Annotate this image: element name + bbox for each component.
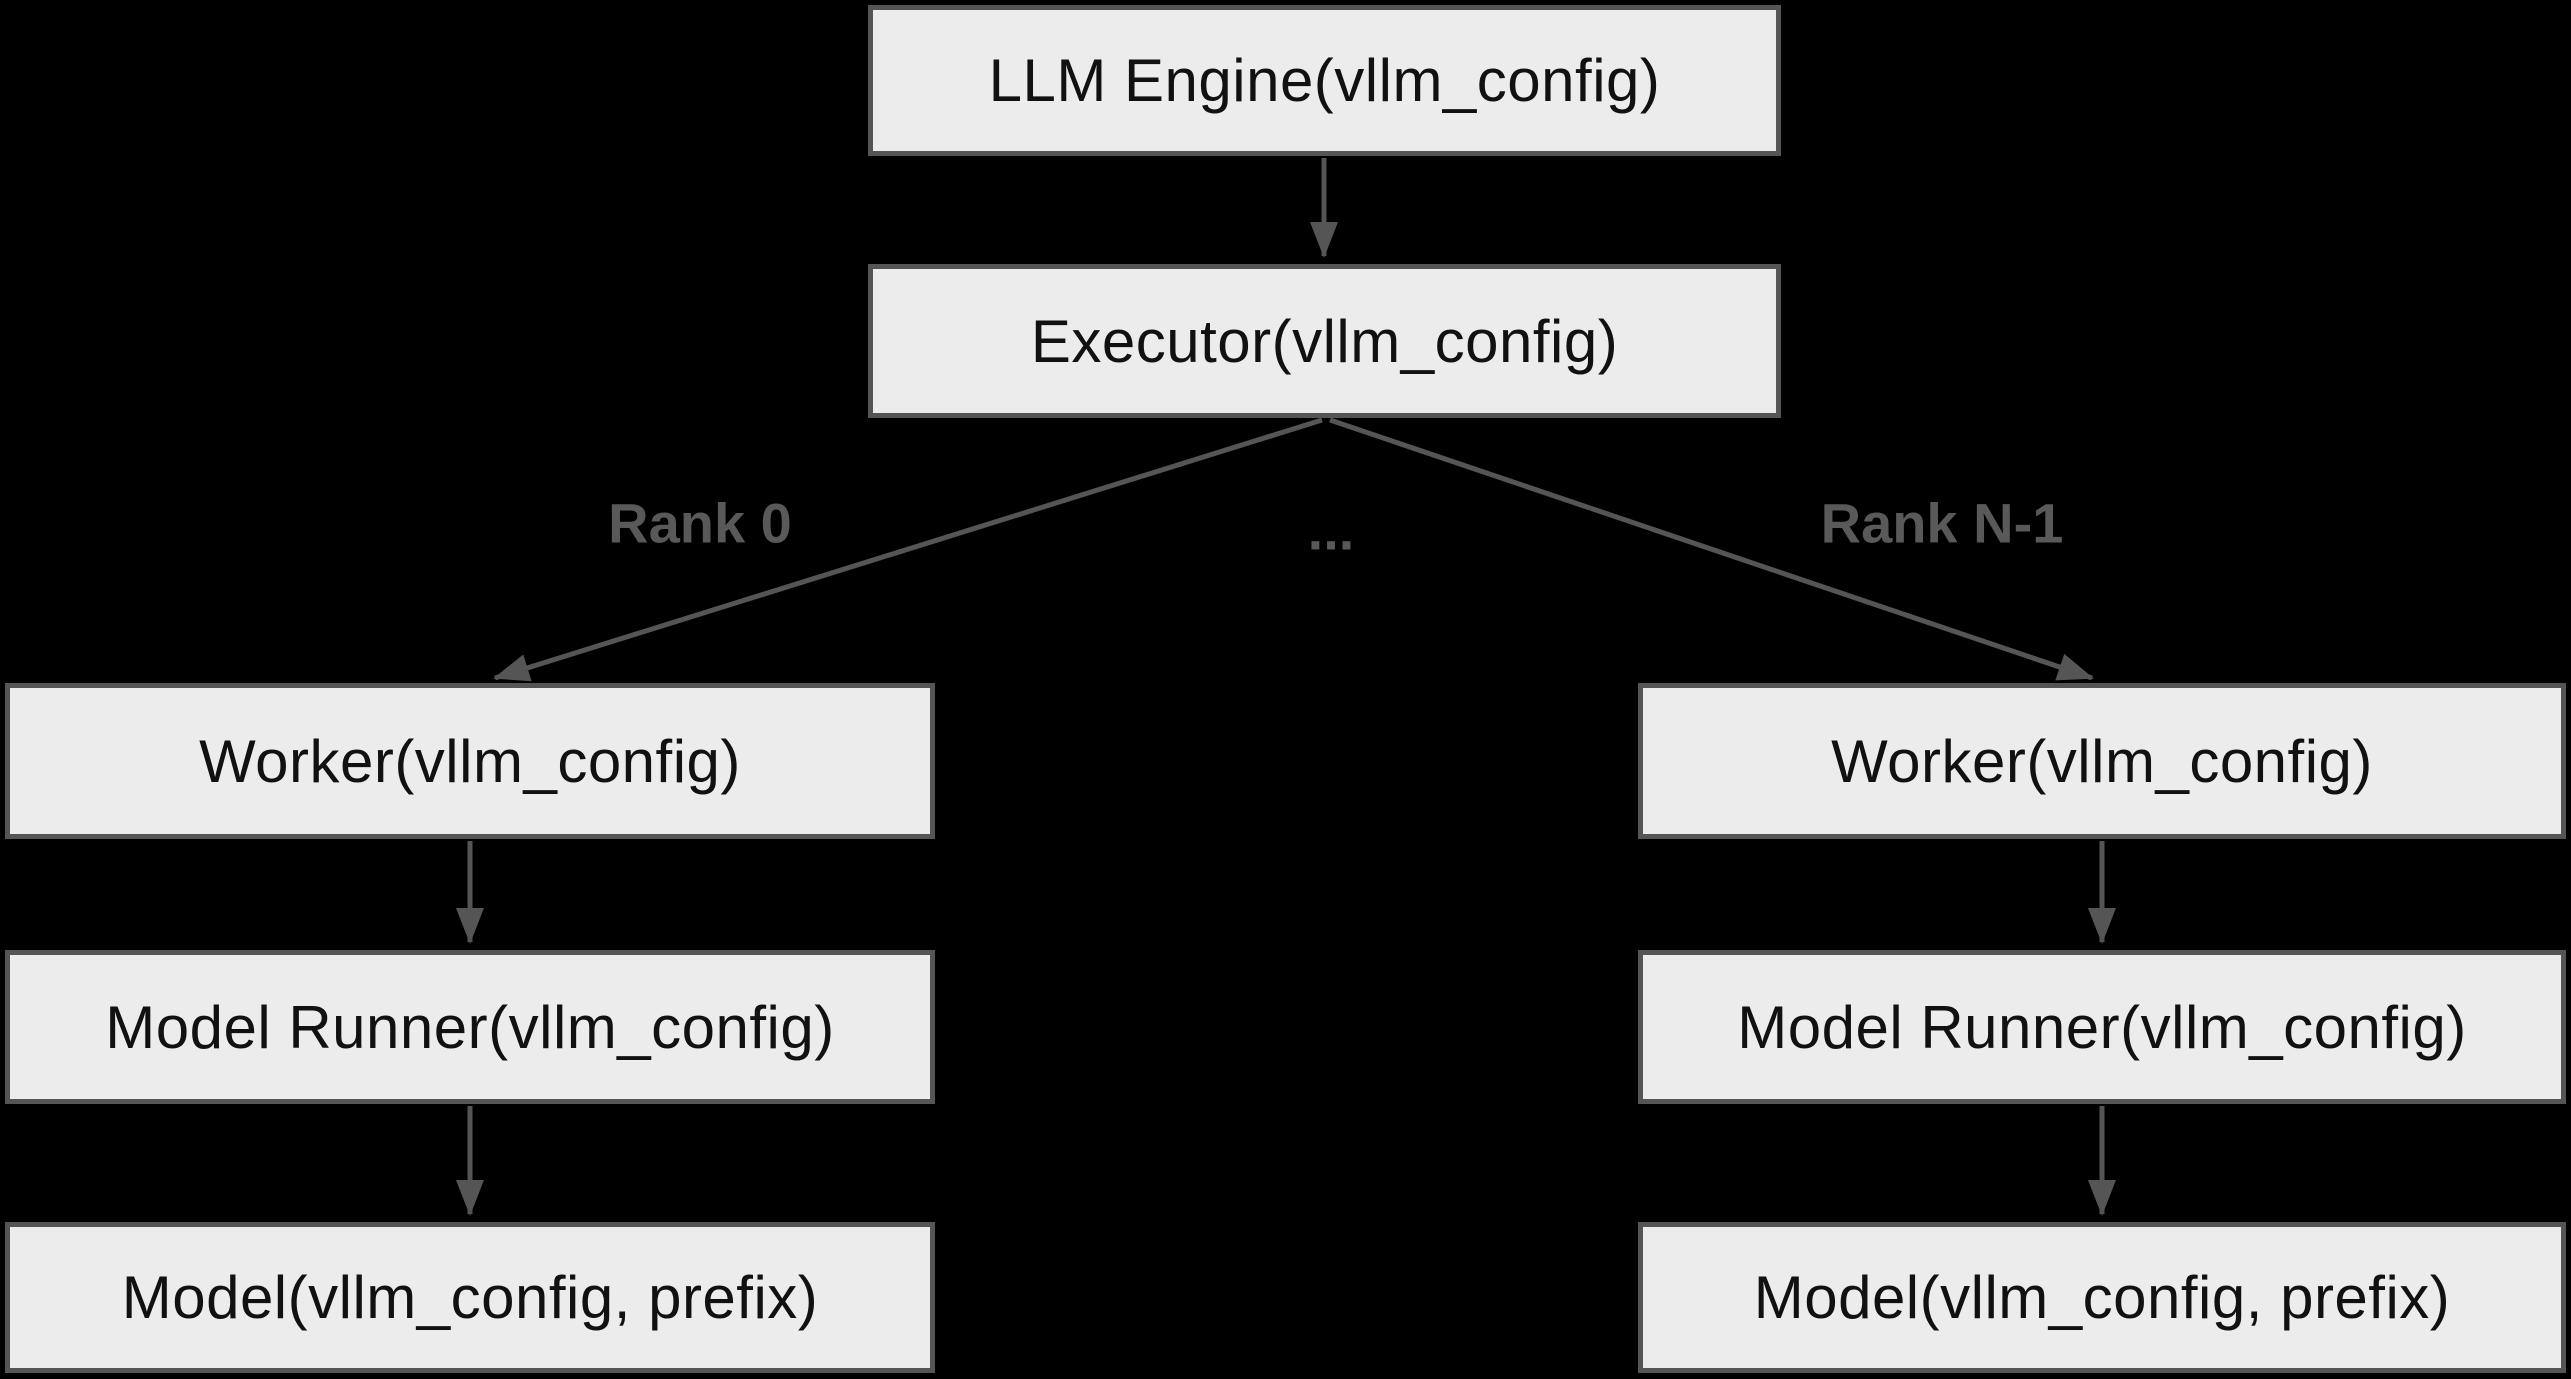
node-executor: Executor(vllm_config) — [868, 264, 1781, 418]
edge-label-rank-0: Rank 0 — [608, 491, 792, 555]
node-worker-rank-n-1-label: Worker(vllm_config) — [1831, 727, 2373, 795]
node-model-runner-rank-n-1-label: Model Runner(vllm_config) — [1737, 993, 2467, 1061]
node-model-runner-rank-n-1: Model Runner(vllm_config) — [1638, 950, 2566, 1104]
node-model-runner-rank0: Model Runner(vllm_config) — [5, 950, 935, 1104]
edge-executor-to-worker-left — [493, 417, 1323, 682]
node-llm-engine: LLM Engine(vllm_config) — [868, 5, 1781, 156]
edge-executor-to-worker-right — [1329, 417, 2094, 681]
node-model-runner-rank0-label: Model Runner(vllm_config) — [105, 993, 835, 1061]
node-llm-engine-label: LLM Engine(vllm_config) — [988, 47, 1661, 114]
node-executor-label: Executor(vllm_config) — [1030, 307, 1619, 375]
node-worker-rank0: Worker(vllm_config) — [5, 683, 935, 839]
node-model-rank0-label: Model(vllm_config, prefix) — [121, 1264, 819, 1331]
node-model-rank-n-1: Model(vllm_config, prefix) — [1638, 1222, 2566, 1373]
edge-label-ellipsis: ... — [1307, 498, 1355, 562]
node-model-rank-n-1-label: Model(vllm_config, prefix) — [1753, 1264, 2451, 1331]
node-worker-rank0-label: Worker(vllm_config) — [199, 727, 741, 795]
node-model-rank0: Model(vllm_config, prefix) — [5, 1222, 935, 1373]
node-worker-rank-n-1: Worker(vllm_config) — [1638, 683, 2566, 839]
edge-label-rank-n-1: Rank N-1 — [1820, 491, 2064, 555]
